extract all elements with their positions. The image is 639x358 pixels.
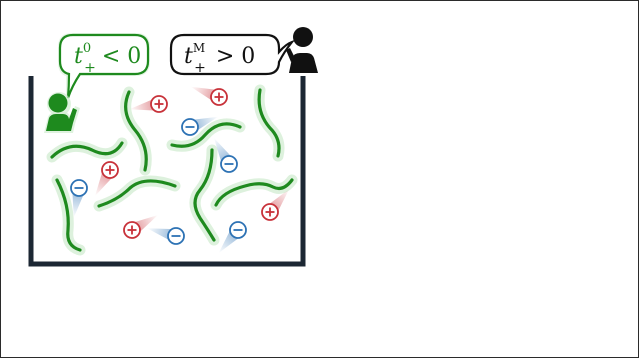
cation-icon: [123, 215, 158, 239]
polymer-chain: [55, 178, 82, 252]
anion-icon: [214, 138, 238, 173]
right-subscript: +: [194, 60, 206, 76]
left-superscript: 0: [83, 41, 91, 56]
left-subscript: +: [84, 60, 96, 76]
ions-layer: [70, 86, 290, 253]
polymer-chain: [257, 88, 281, 158]
anion-icon: [218, 221, 247, 253]
right-speech-bubble: tM + > 0: [169, 33, 296, 76]
left-relation: < 0: [102, 44, 141, 69]
cation-icon: [129, 95, 168, 113]
polymer-chain: [170, 122, 242, 148]
right-transference-number-label: tM + > 0: [184, 41, 255, 76]
polymer-chain: [97, 179, 177, 208]
left-symbol: t: [74, 44, 83, 69]
anion-icon: [181, 116, 219, 136]
cation-icon: [261, 189, 290, 221]
left-speech-bubble: t0 + < 0: [58, 33, 150, 104]
person-icon: [44, 92, 80, 133]
right-superscript: M: [193, 41, 205, 55]
right-relation: > 0: [216, 44, 255, 69]
cation-icon: [190, 86, 228, 106]
left-transference-number-label: t0 + < 0: [74, 41, 141, 76]
polymer-chain-halo: [253, 84, 285, 162]
anion-icon: [70, 179, 88, 218]
polymer-chain: [214, 178, 294, 207]
person-icon: [286, 27, 318, 73]
right-symbol: t: [184, 44, 193, 69]
polymer-chain: [193, 148, 216, 242]
polymer-chains: [46, 84, 298, 256]
cation-icon: [95, 161, 119, 196]
anion-icon: [147, 227, 185, 245]
polymer-chain: [124, 90, 148, 172]
container-walls: [28, 76, 306, 267]
polymer-chain: [50, 141, 124, 159]
